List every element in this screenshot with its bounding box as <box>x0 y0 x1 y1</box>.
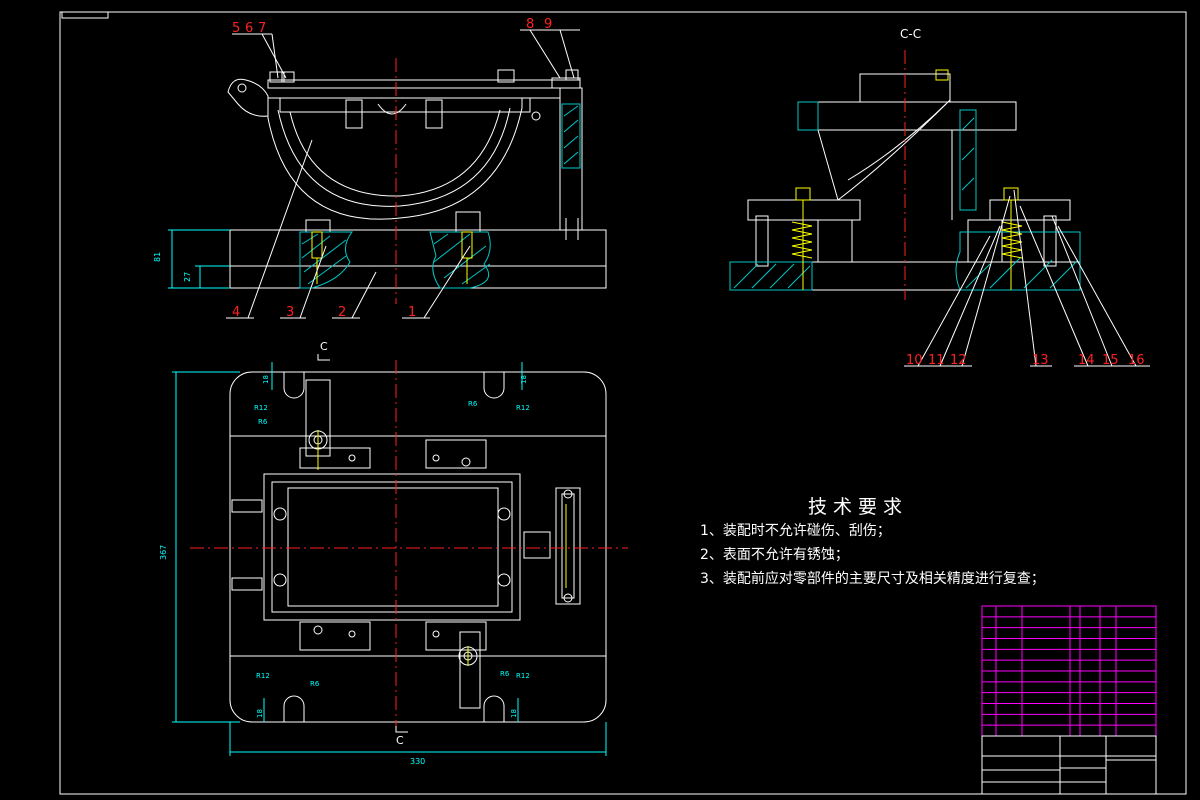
dim-slot-offset-br: 18 <box>510 709 518 718</box>
section-springs-bolts <box>791 69 1023 290</box>
callout-7: 7 <box>258 21 266 36</box>
front-view <box>227 69 607 289</box>
section-callout-numbers: 10 11 12 13 14 15 16 <box>906 353 1145 368</box>
dim-r12-tl: R12 <box>254 404 268 412</box>
dim-r6-tl: R6 <box>258 418 268 426</box>
cut-markers <box>317 354 408 733</box>
callout-16: 16 <box>1128 353 1145 368</box>
callout-15: 15 <box>1102 353 1119 368</box>
dim-plan-height: 367 <box>159 545 168 560</box>
dim-r6-bl: R6 <box>310 680 320 688</box>
plan-view <box>229 371 607 723</box>
callout-13: 13 <box>1032 353 1049 368</box>
dim-height-total: 81 <box>153 252 162 262</box>
tech-requirements-title: 技术要求 <box>808 496 909 518</box>
callout-8: 8 <box>526 17 534 32</box>
cut-marker-top: C <box>320 340 328 353</box>
callout-10: 10 <box>906 353 923 368</box>
dim-plan-width: 330 <box>410 757 425 766</box>
sheet-border <box>59 11 1187 795</box>
front-view-bolts <box>311 231 473 284</box>
callout-2: 2 <box>338 305 346 320</box>
title-block-rows <box>982 616 1156 726</box>
front-view-hatch <box>299 103 581 289</box>
callout-12: 12 <box>950 353 967 368</box>
dim-slot-offset-tr: 18 <box>520 375 528 384</box>
front-dimensions <box>168 229 230 289</box>
plan-view-yellow <box>317 430 567 666</box>
plan-dimensions <box>172 362 607 756</box>
dim-r12-tr: R12 <box>516 404 530 412</box>
dim-slot-offset-tl: 18 <box>262 375 270 384</box>
dim-r12-br: R12 <box>516 672 530 680</box>
dim-slot-offset-bl: 18 <box>256 709 264 718</box>
dim-r12-bl: R12 <box>256 672 270 680</box>
callout-4: 4 <box>232 305 240 320</box>
tech-requirement-3: 3、装配前应对零部件的主要尺寸及相关精度进行复查； <box>700 571 1045 587</box>
title-block-bottom <box>981 735 1157 795</box>
callout-5: 5 <box>232 21 240 36</box>
front-callout-numbers: 5 6 7 8 9 4 3 2 1 <box>232 17 552 320</box>
dim-r6-br: R6 <box>500 670 510 678</box>
callout-11: 11 <box>928 353 945 368</box>
tech-requirement-2: 2、表面不允许有锈蚀； <box>700 547 849 563</box>
section-callout-leaders <box>904 189 1150 367</box>
callout-3: 3 <box>286 305 294 320</box>
front-callout-leaders <box>226 29 580 319</box>
section-label: C-C <box>900 27 921 41</box>
dim-height-base: 27 <box>183 272 192 282</box>
section-hatch <box>729 101 1081 291</box>
callout-14: 14 <box>1078 353 1095 368</box>
dim-r6-tr: R6 <box>468 400 478 408</box>
callout-6: 6 <box>245 21 253 36</box>
tech-requirement-1: 1、装配时不允许碰伤、刮伤； <box>700 523 891 539</box>
cut-marker-bottom: C <box>396 734 404 747</box>
plan-view-centerlines <box>190 360 628 732</box>
callout-9: 9 <box>544 17 552 32</box>
callout-1: 1 <box>408 305 416 320</box>
